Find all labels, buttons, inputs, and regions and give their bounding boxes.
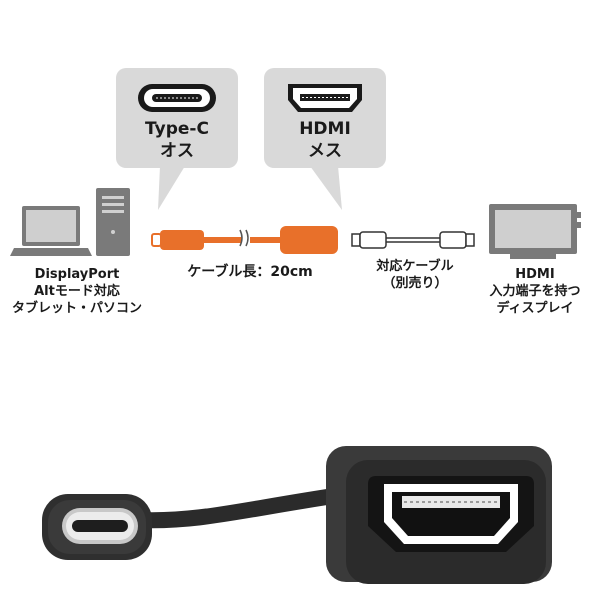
usb-c-port-icon [138, 84, 216, 112]
separate-cable-label: 対応ケーブル （別売り） [350, 258, 480, 292]
desktop-tower-icon [96, 188, 130, 256]
display-device-line-2: 入力端子を持つ [489, 284, 581, 299]
typec-connector-name: Type-C [145, 119, 209, 139]
separate-cable-line-2: （別売り） [382, 276, 448, 291]
display-device-label: HDMI 入力端子を持つ ディスプレイ [470, 266, 600, 317]
source-device-line-3: タブレット・パソコン [11, 301, 142, 316]
source-device-label: DisplayPort Altモード対応 タブレット・パソコン [2, 266, 152, 317]
hdmi-connector-name: HDMI [299, 119, 351, 139]
source-device-line-1: DisplayPort [34, 267, 120, 282]
display-device-line-1: HDMI [515, 267, 555, 282]
typec-callout-text: Type-C オス [112, 118, 242, 162]
cable-length-label: ケーブル長：20cm [187, 264, 313, 280]
orange-adapter-illustration [151, 226, 338, 254]
separate-hdmi-cable-illustration [351, 231, 475, 249]
source-device-line-2: Altモード対応 [34, 284, 120, 299]
separate-cable-line-1: 対応ケーブル [376, 259, 454, 274]
typec-connector-gender: オス [160, 141, 194, 161]
adapter-product-photo [42, 446, 552, 584]
hdmi-port-icon [288, 84, 362, 112]
hdmi-connector-gender: メス [308, 141, 342, 161]
display-device-line-3: ディスプレイ [496, 301, 574, 316]
hdmi-callout-text: HDMI メス [260, 118, 390, 162]
monitor-icon [489, 204, 581, 259]
laptop-icon [10, 206, 92, 256]
